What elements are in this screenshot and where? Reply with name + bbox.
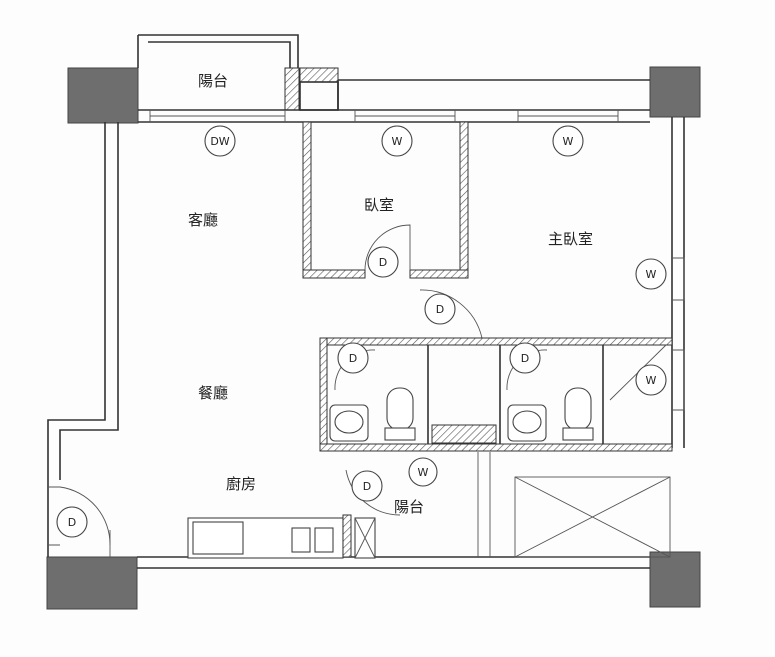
toilet-left xyxy=(386,387,414,431)
svg-text:D: D xyxy=(363,480,371,493)
top-outer-edge xyxy=(337,79,650,110)
label-dining-room: 餐廳 xyxy=(198,384,228,402)
marker-d-bedroom: D xyxy=(367,246,399,278)
marker-d-entry: D xyxy=(56,506,88,538)
label-bedroom: 臥室 xyxy=(364,196,394,214)
stove-burner-left xyxy=(291,527,311,553)
duct-cross xyxy=(514,476,671,558)
bath-partitions xyxy=(427,345,604,444)
shaft-hatch xyxy=(299,67,339,83)
column-bottom-left xyxy=(46,556,138,610)
stove-burner-right xyxy=(314,527,334,553)
marker-d-bath-right: D xyxy=(509,342,541,374)
bottom-wall xyxy=(137,556,650,569)
balcony-divider xyxy=(477,452,491,557)
svg-text:W: W xyxy=(563,135,574,148)
utility-cross xyxy=(354,517,376,559)
balcony-top-hatch xyxy=(284,67,300,111)
svg-text:W: W xyxy=(418,466,429,479)
right-wall xyxy=(671,117,685,448)
kitchen-sink xyxy=(192,521,244,555)
marker-dw-balcony: DW xyxy=(204,125,236,157)
svg-text:D: D xyxy=(521,352,529,365)
column-top-right xyxy=(649,66,701,118)
marker-d-kitchen: D xyxy=(351,470,383,502)
svg-text:W: W xyxy=(646,374,657,387)
marker-w-bath-side: W xyxy=(635,364,667,396)
shaft xyxy=(299,81,339,111)
basin-right-bowl xyxy=(512,410,542,434)
svg-text:D: D xyxy=(436,303,444,316)
label-balcony-top: 陽台 xyxy=(198,72,228,90)
marker-w-master-side: W xyxy=(635,258,667,290)
label-kitchen: 廚房 xyxy=(226,475,256,493)
svg-text:DW: DW xyxy=(210,135,229,148)
duct-box xyxy=(514,476,671,558)
svg-text:D: D xyxy=(379,256,387,269)
bedroom-door-swing xyxy=(364,224,411,271)
marker-w-master-top: W xyxy=(552,125,584,157)
bath-wall-left xyxy=(319,337,328,451)
label-master-bedroom: 主臥室 xyxy=(548,230,593,248)
column-bottom-right xyxy=(649,551,701,608)
top-windows xyxy=(149,110,619,122)
svg-text:W: W xyxy=(392,135,403,148)
svg-text:D: D xyxy=(68,516,76,529)
label-living-room: 客廳 xyxy=(188,211,218,229)
svg-text:D: D xyxy=(349,352,357,365)
service-door-swing xyxy=(345,469,401,516)
column-top-left xyxy=(67,67,139,124)
shower-tray xyxy=(431,424,497,444)
balcony-top-walls xyxy=(137,34,299,68)
marker-w-bedroom: W xyxy=(381,125,413,157)
top-wall xyxy=(138,109,650,123)
bedroom-wall-left xyxy=(302,121,312,273)
marker-d-bath-left: D xyxy=(337,342,369,374)
kitchen-wall-stub xyxy=(342,514,352,558)
bath-wall-top xyxy=(319,337,673,346)
right-windows xyxy=(672,257,685,411)
marker-d-master: D xyxy=(424,293,456,325)
label-balcony-service: 陽台 xyxy=(394,498,424,516)
bedroom-wall-right xyxy=(459,121,469,273)
master-door-swing xyxy=(419,289,483,339)
svg-text:W: W xyxy=(646,268,657,281)
toilet-right-tank xyxy=(562,427,594,441)
basin-left-bowl xyxy=(334,410,364,434)
bedroom-wall-bottom-r xyxy=(409,269,469,279)
bath-wall-bottom xyxy=(319,443,673,452)
marker-w-service: W xyxy=(408,457,438,487)
entry-door-swing xyxy=(59,486,111,546)
toilet-right xyxy=(564,387,592,431)
toilet-left-tank xyxy=(384,427,416,441)
bedroom-wall-bottom-l xyxy=(302,269,366,279)
left-wall xyxy=(47,122,119,557)
